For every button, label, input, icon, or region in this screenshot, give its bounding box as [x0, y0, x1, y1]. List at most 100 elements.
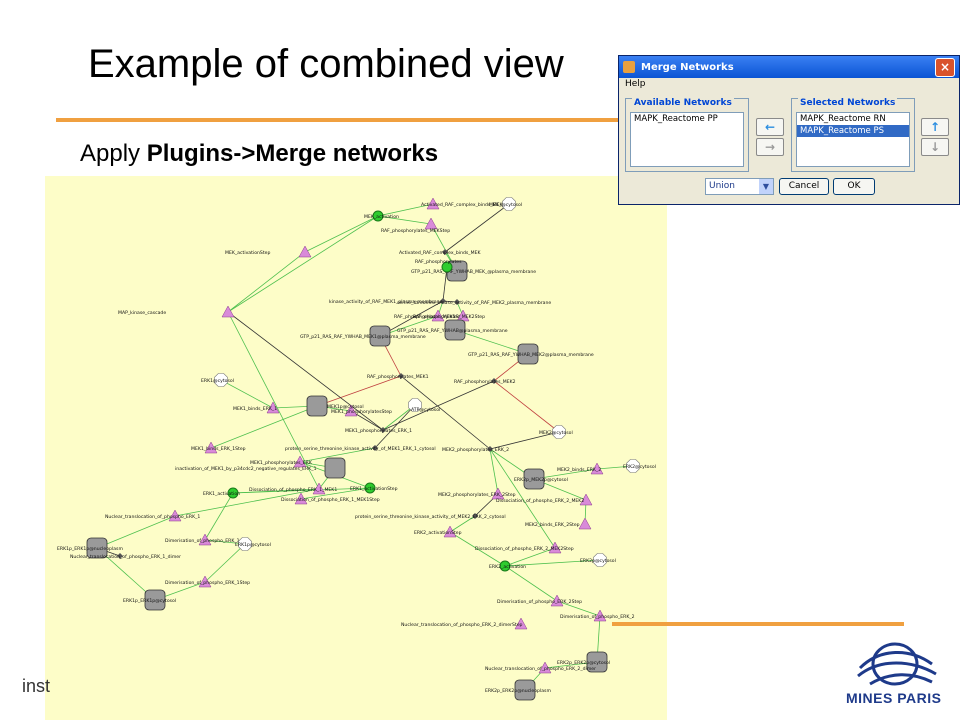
graph-node[interactable]: Dissociation_of_phospho_ERK_2_MEK2Step [475, 541, 574, 554]
selected-networks-list[interactable]: MAPK_Reactome RN MAPK_Reactome PS [796, 112, 910, 167]
operation-select[interactable]: Union ▼ [705, 178, 774, 195]
graph-node[interactable]: Dissociation_of_phospho_ERK_1_MEK1 [249, 482, 337, 495]
add-network-button[interactable]: ← [756, 118, 784, 136]
graph-node[interactable]: MEK1_binds_ERK_1 [233, 401, 280, 414]
graph-node[interactable]: RAF_phosphorylates_MEKStep [381, 217, 450, 234]
graph-node[interactable]: ATP@cytosol [408, 398, 441, 414]
graph-node[interactable]: ERK1_activation [203, 487, 240, 499]
graph-node[interactable]: MEK1_phosphorylates_ERK_1 [345, 427, 412, 434]
graph-node[interactable]: RAF_phosphorylates_MEK2 [454, 378, 516, 385]
graph-node[interactable]: GTP_p21_RAS_RAF_YWHAB_MEK1@plasma_membra… [300, 325, 426, 347]
node-label: RAF_phosphorylates_MEK2 [454, 379, 516, 385]
graph-node[interactable]: Activated_RAF_complex_binds_MEK [399, 249, 481, 256]
graph-node[interactable]: MAP_kinase_cascade [118, 305, 235, 318]
graph-node[interactable]: RAF_phosphorylates_MEK1 [367, 373, 429, 380]
graph-node[interactable]: protein_serine_threonine_kinase_activity… [355, 513, 506, 520]
list-item[interactable]: MAPK_Reactome PP [634, 114, 718, 124]
graph-node[interactable]: ERK2p_ERK2p@nucleoplasm [485, 679, 551, 701]
graph-node[interactable]: Dimerisation_of_phospho_ERK_2 [560, 609, 635, 622]
graph-node[interactable]: Activated_RAF_complex_binds_MEKStep [421, 197, 513, 210]
graph-node[interactable]: MEK2@cytosol [539, 425, 573, 439]
selected-networks-panel: Selected Networks MAPK_Reactome RN MAPK_… [791, 98, 915, 172]
graph-node[interactable]: RAF_phosphorylates [415, 259, 462, 273]
footer-text: inst [22, 676, 51, 696]
graph-node[interactable]: MEK2_phosphorylates_ERK_2 [442, 446, 509, 453]
graph-node[interactable]: MEK1_phosphorylatesStep [331, 404, 392, 417]
graph-node[interactable]: ERK2p_ERK2p@cytosol [557, 651, 610, 673]
move-up-button[interactable]: ↑ [921, 118, 949, 136]
graph-node[interactable]: MEK2_binds_ERK_2Step [525, 517, 592, 530]
graph-edge [533, 468, 598, 480]
graph-node[interactable]: ERK1p_ERK1p@cytosol [123, 589, 176, 611]
graph-node[interactable]: Nuclear_translocation_of_phospho_ERK_2_d… [485, 661, 596, 674]
list-item-selected[interactable]: MAPK_Reactome PS [797, 125, 909, 137]
dialog-bottom-row: Union ▼ Cancel OK [619, 178, 959, 198]
chevron-down-icon[interactable]: ▼ [759, 179, 773, 194]
node-circle [364, 482, 376, 494]
graph-node[interactable]: ERK2@cytosol [623, 459, 656, 473]
menu-help[interactable]: Help [625, 79, 646, 89]
node-complex [144, 589, 166, 611]
graph-node[interactable]: ERK1p@cytosol [235, 537, 271, 551]
node-triangle [578, 517, 592, 530]
node-label: Dimerisation_of_phospho_ERK_2Step [497, 599, 582, 605]
graph-node[interactable]: ERK2_activationStep [414, 525, 462, 538]
graph-node[interactable]: MEK_activationStep [225, 245, 312, 258]
graph-node[interactable]: ERK1@cytosol [201, 373, 234, 387]
graph-node[interactable]: inactivation_of_MEK1_by_p34cdc2_negative… [175, 457, 346, 479]
node-label: ATP@cytosol [411, 407, 440, 413]
remove-network-button[interactable]: → [756, 138, 784, 156]
graph-node[interactable]: Nuclear_translocation_of_phospho_ERK_1 [105, 509, 200, 522]
graph-node[interactable]: Dimerisation_of_phospho_ERK_1Step [165, 575, 250, 588]
graph-node[interactable]: MEK2_phosphorylates_ERK_2Step [438, 487, 516, 500]
merge-networks-dialog[interactable]: Merge Networks × Help Available Networks… [618, 55, 960, 205]
node-circle [227, 487, 239, 499]
node-label: MEK_activation [364, 214, 399, 220]
graph-node[interactable]: MEK1_phosphorylates_ERK [250, 455, 313, 468]
node-label: GTP_p21_RAS_RAF_YWHAB_MEK_@plasma_membra… [411, 269, 536, 275]
node-complex [324, 457, 346, 479]
graph-node[interactable]: Dissociation_of_phospho_ERK_1_MEK1Step [281, 492, 380, 505]
graph-node[interactable]: MEK1_binds_ERK_1Step [191, 441, 246, 454]
graph-node[interactable]: ERK2_activation [489, 560, 526, 572]
node-triangle [548, 541, 562, 554]
cancel-button[interactable]: Cancel [779, 178, 829, 195]
graph-node[interactable]: ERK2p@cytosol [580, 553, 616, 567]
graph-node[interactable]: Dissociation_of_phospho_ERK_2_MEK2 [496, 493, 593, 506]
node-label: GTP_p21_RAS_RAF_YWHAB_MEK2@plasma_membra… [468, 352, 594, 358]
node-triangle [590, 462, 604, 475]
graph-node[interactable]: Nuclear_translocation_of_phospho_ERK_2_d… [401, 617, 528, 630]
graph-node[interactable]: protein_serine_threonine_kinase_activity… [285, 445, 436, 452]
node-label: Nuclear_translocation_of_phospho_ERK_2_d… [485, 666, 596, 672]
node-complex [523, 468, 545, 490]
close-icon[interactable]: × [935, 57, 955, 77]
graph-node[interactable]: MEK_activation [364, 210, 399, 222]
graph-node[interactable]: RAF_phosphorylates_MEK1Step [394, 309, 466, 322]
dialog-titlebar[interactable]: Merge Networks × [619, 56, 959, 78]
node-label: GTP_p21_RAS_RAF_YWHAB@plasma_membrane [397, 328, 508, 334]
available-networks-list[interactable]: MAPK_Reactome PP [630, 112, 744, 167]
move-down-button[interactable]: ↓ [921, 138, 949, 156]
graph-node[interactable]: ERK2p_MEK2p@cytosol [514, 468, 568, 490]
graph-node[interactable]: ERK1p_ERK1p@nucleoplasm [57, 537, 123, 559]
ok-button[interactable]: OK [833, 178, 875, 195]
graph-node[interactable]: kinase_activity_of_RAF_MEK1_plasma_membr… [329, 298, 446, 305]
graph-node[interactable]: MEK_@cytosol [489, 197, 522, 211]
graph-node[interactable]: Nuclear_translocation_of_phospho_ERK_1_d… [70, 553, 181, 560]
graph-node[interactable]: ERK1_activationStep [350, 482, 398, 494]
node-label: Nuclear_translocation_of_phospho_ERK_2_d… [401, 622, 523, 628]
graph-node[interactable]: GTP_p21_RAS_RAF_YWHAB_MEK2@plasma_membra… [468, 343, 594, 365]
graph-node[interactable]: GTP_p21_RAS_RAF_YWHAB@plasma_membrane [397, 319, 508, 341]
graph-node[interactable]: MEK1p@cytosol [306, 395, 364, 417]
list-item[interactable]: MAPK_Reactome RN [800, 114, 886, 124]
node-label: ERK2p_ERK2p@nucleoplasm [485, 688, 551, 694]
footer-bar [612, 622, 904, 626]
graph-node[interactable]: MEK2_binds_ERK_2 [557, 462, 604, 475]
graph-node[interactable]: serine_threonine_kinase_activity_of_RAF_… [397, 299, 551, 306]
node-complex [306, 395, 328, 417]
graph-edge [96, 515, 176, 549]
graph-node[interactable]: Dimerisation_of_phospho_ERK_1 [165, 533, 240, 546]
node-label: RAF_phosphorylates_MEK1 [367, 374, 429, 380]
graph-node[interactable]: Dimerisation_of_phospho_ERK_2Step [497, 594, 582, 607]
